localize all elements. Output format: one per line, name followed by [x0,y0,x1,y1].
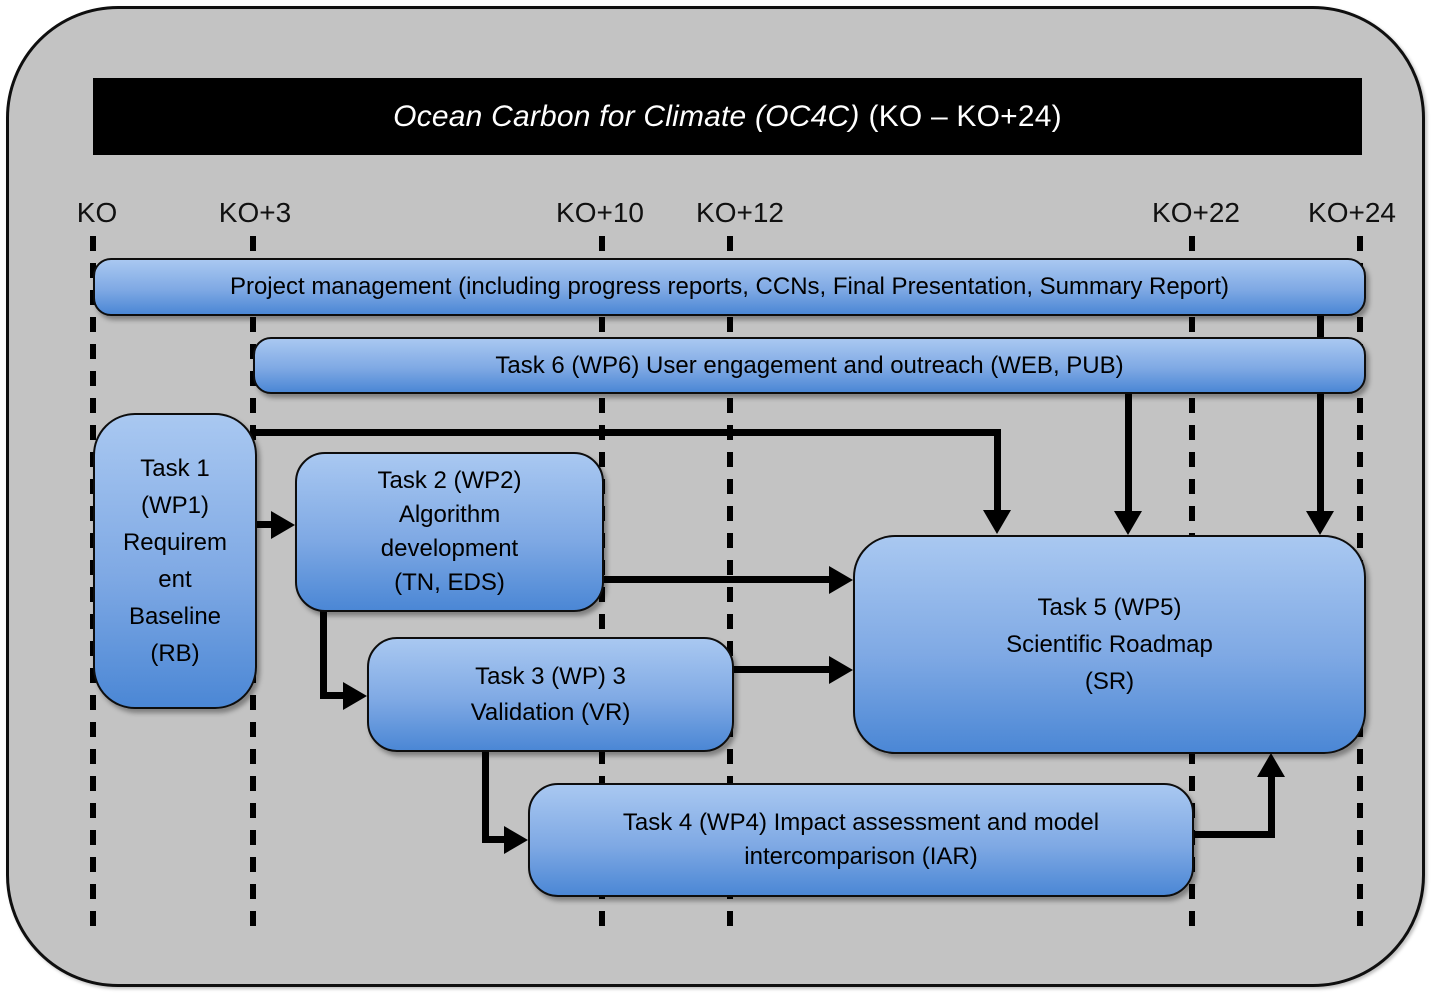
task4-box: Task 4 (WP4) Impact assessment and model… [528,783,1194,897]
arrow-task4-to-task5-horizontal [1190,831,1275,838]
project-title: Ocean Carbon for Climate (OC4C) [393,99,860,133]
task5-box: Task 5 (WP5) Scientific Roadmap (SR) [853,535,1366,754]
arrow-task2-to-task5 [600,576,831,583]
arrowhead-task3-to-task4 [504,826,528,854]
arrowhead-task3-to-task5 [829,656,853,684]
arrowhead-task2-to-task3 [343,682,367,710]
arrow-task6-to-task5 [1125,390,1132,513]
task6-bar: Task 6 (WP6) User engagement and outreac… [253,337,1366,394]
arrow-pm-to-task5 [1317,312,1324,513]
milestone-line-ko12 [727,236,733,936]
arrowhead-pm-to-task5 [1306,511,1334,535]
timeline-label-ko3: KO+3 [218,197,292,228]
task3-box: Task 3 (WP) 3 Validation (VR) [367,637,734,752]
arrow-task2-to-task3-vertical [320,608,327,699]
project-management-bar: Project management (including progress r… [93,258,1366,316]
arrow-task3-to-task4-horizontal [482,836,506,843]
arrow-task1-to-task5-vertical [994,429,1001,512]
arrow-task3-to-task5 [730,666,831,673]
arrow-task4-to-task5-vertical [1268,775,1275,838]
task1-box: Task 1 (WP1) Requirem ent Baseline (RB) [93,413,257,709]
arrow-task3-to-task4-vertical [482,748,489,843]
arrowhead-task1-to-task2 [271,511,295,539]
timeline-label-ko22: KO+22 [1152,197,1240,228]
timeline-label-ko12: KO+12 [696,197,784,228]
arrowhead-task6-to-task5 [1114,511,1142,535]
timeline-label-ko10: KO+10 [556,197,644,228]
arrow-task2-to-task3-horizontal [320,692,345,699]
arrowhead-task2-to-task5 [829,566,853,594]
project-timespan: (KO – KO+24) [868,99,1062,133]
arrowhead-task1-to-task5 [983,510,1011,534]
timeline-label-ko: KO [76,197,118,228]
arrow-task1-to-task2 [253,521,275,528]
timeline-label-ko24: KO+24 [1308,197,1396,228]
title-bar: Ocean Carbon for Climate (OC4C) (KO – KO… [93,78,1362,155]
task2-box: Task 2 (WP2) Algorithm development (TN, … [295,452,604,612]
arrowhead-task4-to-task5 [1257,753,1285,777]
arrow-task1-to-task5-horizontal [253,429,1001,436]
